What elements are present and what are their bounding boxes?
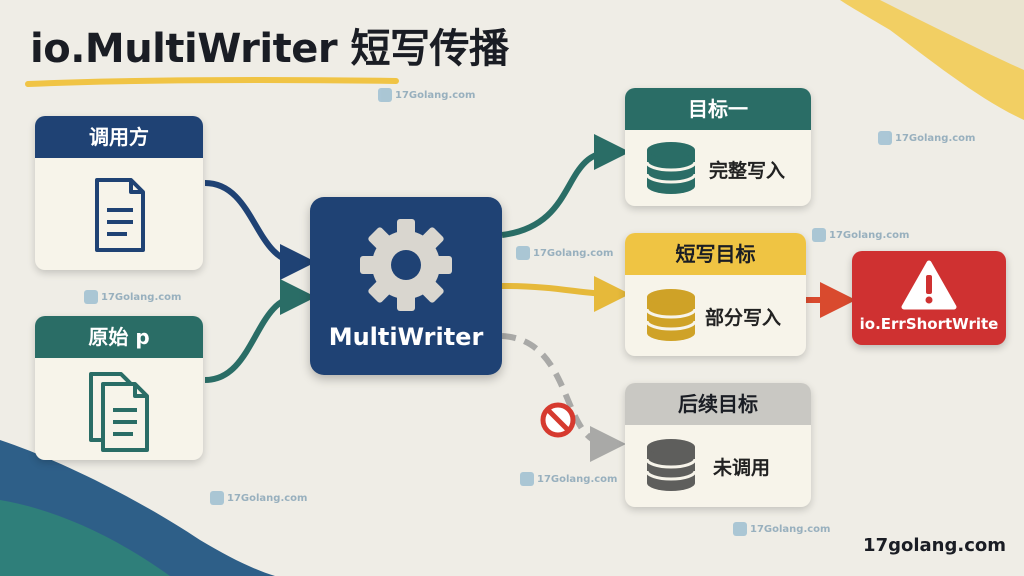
warning-icon	[901, 260, 957, 310]
target1-label: 完整写入	[709, 160, 786, 182]
page-title: io.MultiWriter 短写传播	[30, 26, 509, 72]
error-box: io.ErrShortWrite	[852, 251, 1006, 345]
target3-label: 未调用	[713, 457, 771, 479]
target3-card: 后续目标 未调用	[625, 383, 811, 507]
target3-header: 后续目标	[625, 383, 811, 425]
target2-header: 短写目标	[625, 233, 806, 275]
multiwriter-box: MultiWriter	[310, 197, 502, 375]
database-icon	[645, 142, 697, 194]
watermark-logo-icon	[210, 491, 224, 505]
watermark-logo-icon	[378, 88, 392, 102]
watermark: 17Golang.com	[733, 522, 830, 536]
watermark: 17Golang.com	[516, 246, 613, 260]
watermark: 17Golang.com	[378, 88, 475, 102]
corner-paper-shape	[880, 0, 1024, 70]
arrow-to-target2	[501, 275, 630, 312]
caller-card: 调用方	[35, 116, 203, 270]
watermark: 17Golang.com	[210, 491, 307, 505]
target2-label: 部分写入	[705, 307, 782, 329]
watermark: 17Golang.com	[520, 472, 617, 486]
document-icon	[95, 178, 145, 252]
watermark: 17Golang.com	[878, 131, 975, 145]
source-card: 原始 p	[35, 316, 203, 460]
copy-documents-icon	[89, 372, 149, 452]
watermark: 17Golang.com	[84, 290, 181, 304]
watermark-logo-icon	[733, 522, 747, 536]
blocked-icon	[540, 402, 576, 438]
arrow-to-target1	[501, 134, 630, 238]
watermark-logo-icon	[520, 472, 534, 486]
source-header: 原始 p	[35, 316, 203, 358]
watermark-logo-icon	[84, 290, 98, 304]
gear-icon	[360, 219, 452, 311]
arrow-to-target3-blocked	[501, 333, 626, 462]
watermark-logo-icon	[516, 246, 530, 260]
database-icon	[645, 289, 697, 341]
multiwriter-label: MultiWriter	[328, 323, 484, 351]
arrow-source-to-multiwriter	[204, 279, 316, 383]
watermark-logo-icon	[878, 131, 892, 145]
watermark: 17Golang.com	[812, 228, 909, 242]
site-url: 17golang.com	[863, 535, 1006, 556]
target1-header: 目标一	[625, 88, 811, 130]
corner-teal-shape	[0, 500, 170, 576]
target2-card: 短写目标 部分写入	[625, 233, 806, 356]
error-label: io.ErrShortWrite	[859, 315, 999, 333]
database-icon	[645, 439, 697, 491]
title-underline	[25, 77, 399, 87]
target1-card: 目标一 完整写入	[625, 88, 811, 206]
caller-header: 调用方	[35, 116, 203, 158]
arrow-caller-to-multiwriter	[204, 180, 316, 280]
watermark-logo-icon	[812, 228, 826, 242]
